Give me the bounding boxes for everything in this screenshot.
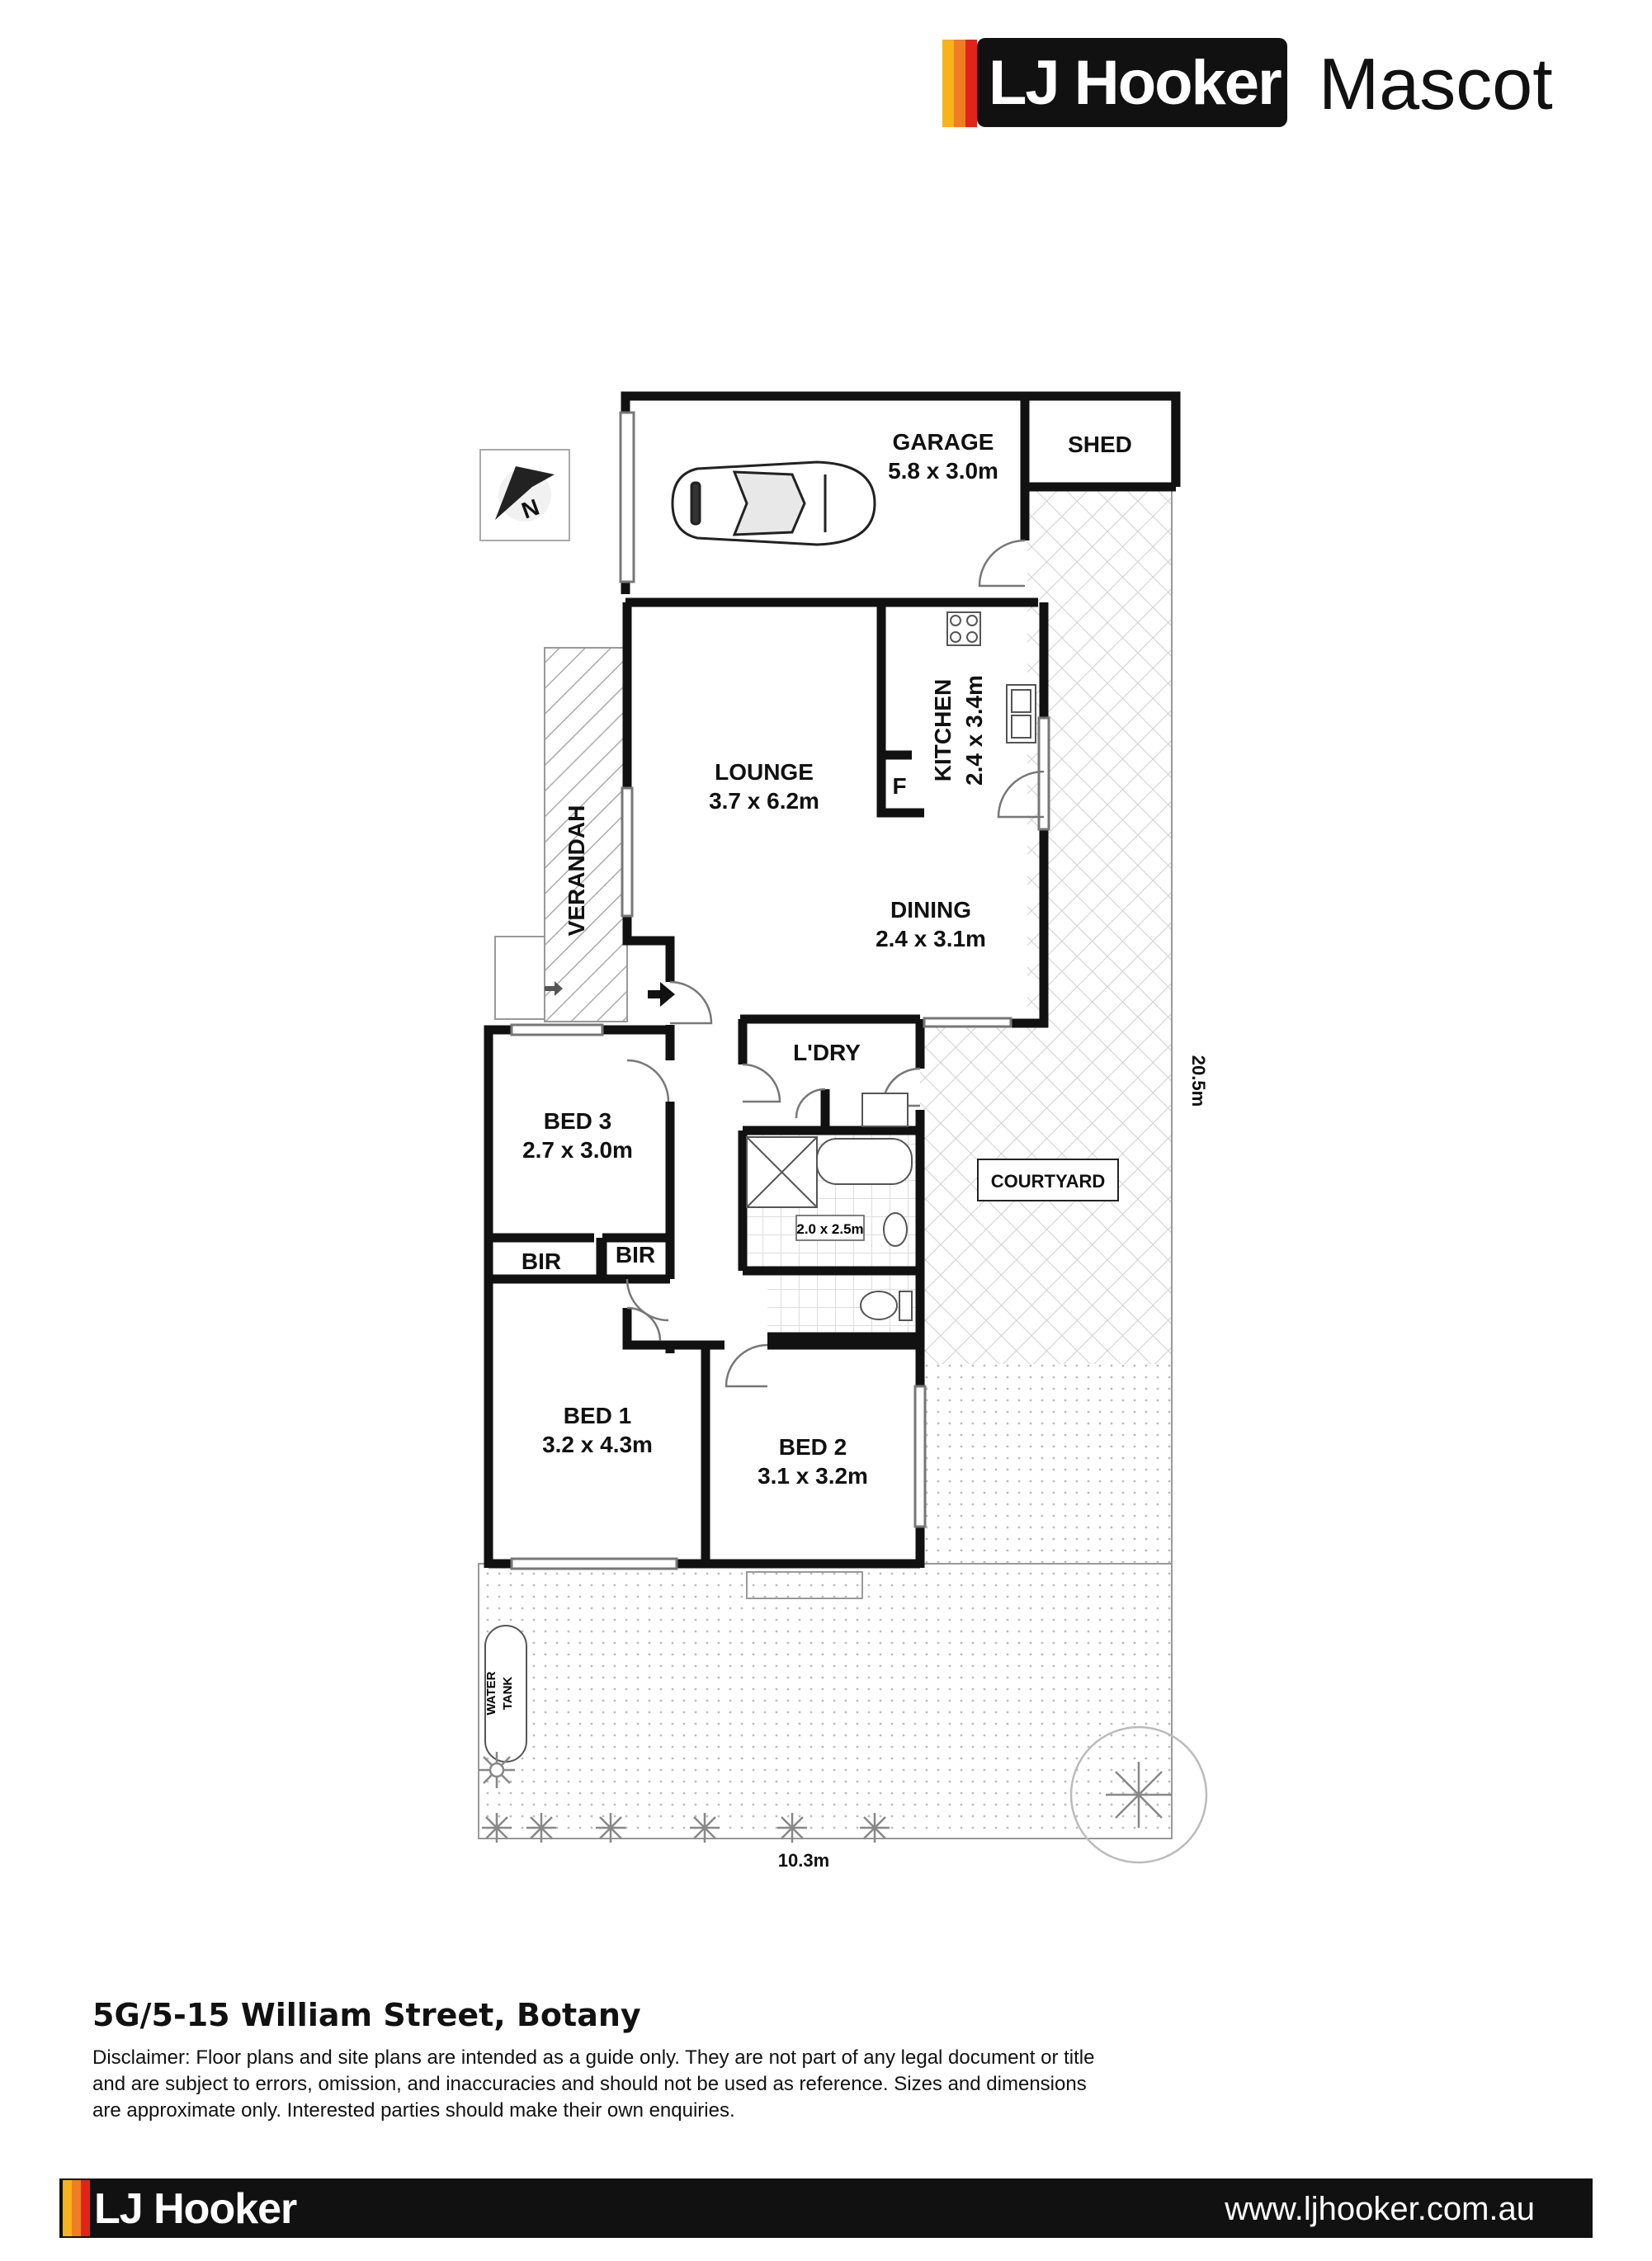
bir-right-label: BIR	[616, 1242, 655, 1267]
lot-depth-label: 20.5m	[1188, 1055, 1209, 1107]
verandah-hatch	[544, 647, 628, 1022]
entry-step	[494, 936, 545, 1020]
compass-icon	[479, 449, 570, 541]
bed3-label: BED 3	[544, 1108, 611, 1134]
shrub-icon	[479, 1752, 515, 1788]
shrub-icon	[596, 1813, 625, 1843]
bed3-size: 2.7 x 3.0m	[522, 1137, 633, 1163]
water-tank-label-1: WATER	[484, 1671, 498, 1715]
shrub-icon	[777, 1813, 807, 1843]
logo-box	[977, 38, 1287, 127]
dining-label: DINING	[890, 897, 971, 923]
kitchen-size: 2.4 x 3.4m	[961, 675, 987, 786]
bed2-step	[746, 1571, 863, 1599]
bathtub-icon	[816, 1138, 913, 1185]
shed-label: SHED	[1068, 432, 1132, 457]
door-swings	[625, 539, 1045, 1388]
logo-stripe-yellow	[942, 40, 954, 127]
footer-stripe-red	[81, 2180, 90, 2236]
basin-icon	[883, 1212, 908, 1247]
verandah-entry-arrow-icon	[545, 981, 563, 996]
logo-stripe-red	[965, 40, 977, 127]
bed2-label: BED 2	[779, 1434, 847, 1460]
toilet-icon	[860, 1291, 898, 1320]
side-yard	[920, 1362, 1172, 1568]
logo-text: LJ Hooker	[989, 48, 1281, 118]
dining-size: 2.4 x 3.1m	[876, 926, 986, 951]
footer-stripe-orange	[72, 2180, 81, 2236]
side-paving	[1027, 487, 1172, 1022]
rear-yard	[478, 1563, 1173, 1839]
lounge-label: LOUNGE	[715, 759, 814, 785]
garage-size: 5.8 x 3.0m	[888, 458, 998, 484]
shrub-icons	[479, 1725, 1208, 1864]
header-logo: LJ Hooker	[942, 38, 1287, 127]
bathroom-size: 2.0 x 2.5m	[796, 1221, 863, 1237]
garage-label: GARAGE	[893, 429, 994, 455]
car-icon	[671, 460, 876, 546]
bed2-size: 3.1 x 3.2m	[758, 1463, 868, 1489]
entry-arrow-icon	[648, 982, 675, 1007]
bir-left-label: BIR	[522, 1249, 561, 1274]
tree-icon	[1069, 1725, 1208, 1864]
verandah-label: VERANDAH	[564, 805, 589, 937]
shrub-icon	[690, 1813, 720, 1843]
footer-website-link[interactable]: www.ljhooker.com.au	[1225, 2191, 1535, 2227]
windows	[510, 411, 1050, 1570]
shrub-icon	[860, 1813, 890, 1843]
header-office: Mascot	[1319, 43, 1553, 125]
footer-bar	[59, 2178, 1593, 2238]
bathroom-size-box	[795, 1215, 865, 1241]
laundry-label: L'DRY	[793, 1040, 861, 1065]
lounge-size: 3.7 x 6.2m	[709, 788, 819, 814]
fixtures	[484, 611, 1036, 1763]
laundry-tub-icon	[861, 1093, 909, 1127]
courtyard-label-box	[977, 1159, 1119, 1201]
shrub-icon	[482, 1813, 512, 1843]
footer-logo: LJ Hooker	[94, 2185, 297, 2233]
courtyard-label: COURTYARD	[991, 1171, 1106, 1192]
lot-width-label: 10.3m	[778, 1850, 829, 1871]
kitchen-label: KITCHEN	[930, 679, 956, 781]
bed1-size: 3.2 x 4.3m	[542, 1432, 653, 1457]
water-tank-label-2: TANK	[501, 1677, 515, 1711]
shrub-icon	[526, 1813, 556, 1843]
disclaimer: Disclaimer: Floor plans and site plans a…	[92, 2046, 1095, 2122]
logo-stripe-orange	[954, 40, 965, 127]
footer-stripe-yellow	[63, 2180, 72, 2236]
property-address: 5G/5-15 William Street, Botany	[92, 1997, 641, 2033]
fridge-label: F	[892, 773, 906, 799]
bed1-label: BED 1	[564, 1403, 631, 1428]
